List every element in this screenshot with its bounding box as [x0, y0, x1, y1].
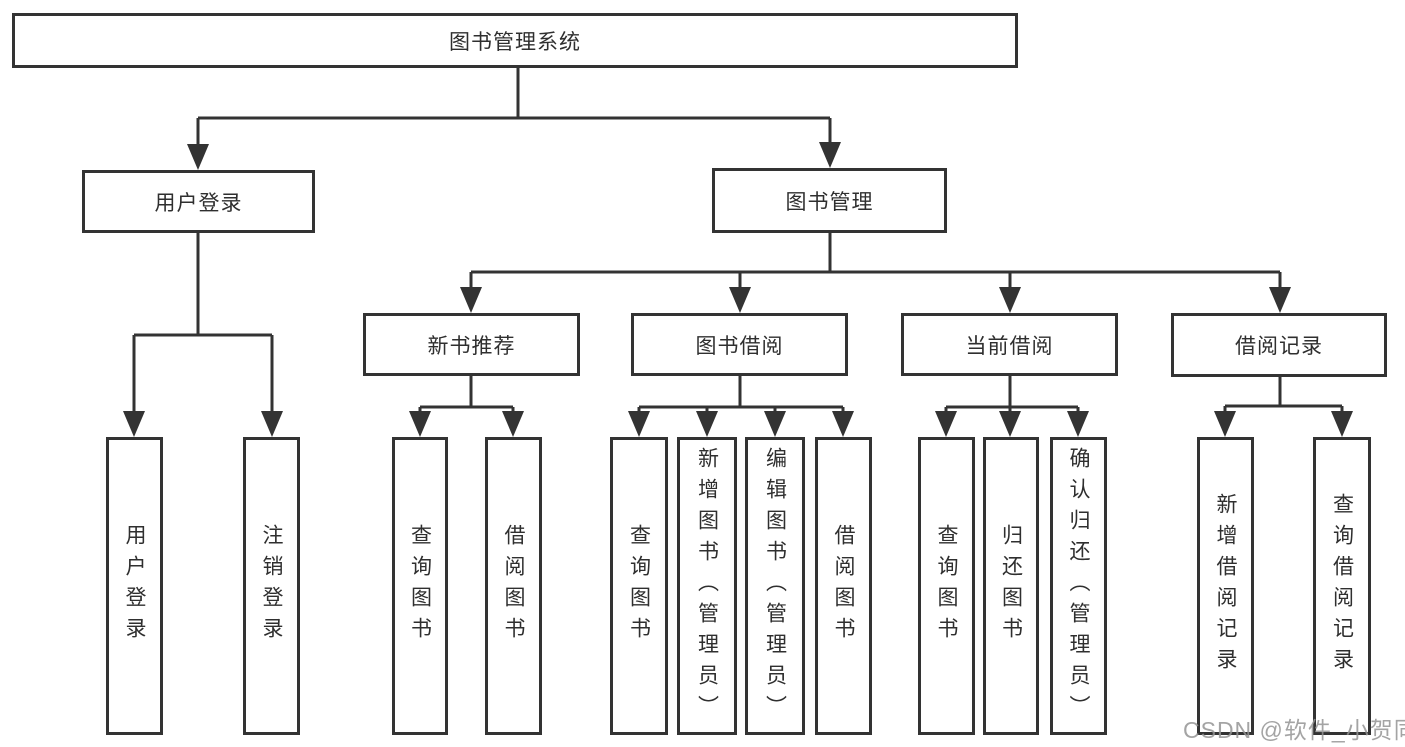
arrow-down-icon-leaf-logout: [261, 411, 283, 437]
arrow-down-icon-return-books: [999, 411, 1021, 437]
arrow-down-icon-borrow-books-2: [832, 411, 854, 437]
arrow-down-icon-confirm-return-admin: [1067, 411, 1089, 437]
leaf-add-book-admin: 新增图书（管理员）: [677, 437, 737, 735]
node-user-login-label: 用户登录: [154, 190, 243, 215]
node-book-management: 图书管理: [712, 168, 947, 233]
node-borrow-record-label: 借阅记录: [1235, 334, 1323, 358]
node-book-borrow: 图书借阅: [631, 313, 848, 376]
leaf-confirm-return-admin: 确认归还（管理员）: [1050, 437, 1107, 735]
arrow-down-icon-leaf-user-login: [123, 411, 145, 437]
arrow-down-icon-user-login: [187, 144, 209, 170]
leaf-query-borrow-record-label: 查询借阅记录: [1330, 493, 1355, 679]
leaf-query-books-1-label: 查询图书: [408, 524, 433, 648]
leaf-edit-book-admin-label: 编辑图书（管理员）: [763, 446, 788, 726]
arrow-down-icon-borrow-books-1: [502, 411, 524, 437]
leaf-query-books-2-label: 查询图书: [627, 524, 652, 648]
leaf-query-books-3-label: 查询图书: [935, 524, 959, 648]
wire-borrow-record-children: [1223, 377, 1344, 413]
arrow-down-icon-query-books-1: [409, 411, 431, 437]
leaf-user-login: 用户登录: [106, 437, 163, 735]
leaf-logout-label: 注销登录: [260, 524, 284, 648]
node-new-book-recommend: 新书推荐: [363, 313, 580, 376]
wire-new-book-recommend-children: [418, 376, 515, 413]
leaf-return-books-label: 归还图书: [999, 524, 1024, 648]
leaf-query-books-2: 查询图书: [610, 437, 668, 735]
arrow-down-icon-query-borrow-record: [1331, 411, 1353, 437]
arrow-down-icon-borrow-record: [1269, 287, 1291, 313]
arrow-down-icon-book-borrow: [729, 287, 751, 313]
wire-book-borrow-children: [637, 376, 845, 413]
leaf-add-book-admin-label: 新增图书（管理员）: [695, 446, 720, 726]
arrow-down-icon-add-borrow-record: [1214, 411, 1236, 437]
leaf-add-borrow-record: 新增借阅记录: [1197, 437, 1254, 735]
wire-root-to-level1: [196, 68, 832, 146]
leaf-query-borrow-record: 查询借阅记录: [1313, 437, 1371, 735]
arrow-down-icon-query-books-3: [935, 411, 957, 437]
leaf-borrow-books-1-label: 借阅图书: [502, 524, 526, 648]
arrow-down-icon-current-borrow: [999, 287, 1021, 313]
leaf-borrow-books-2: 借阅图书: [815, 437, 872, 735]
wire-current-borrow-children: [944, 376, 1080, 413]
node-new-book-recommend-label: 新书推荐: [427, 333, 516, 358]
wire-user-login-children: [132, 233, 274, 413]
leaf-query-books-3: 查询图书: [918, 437, 975, 735]
leaf-logout: 注销登录: [243, 437, 300, 735]
node-book-borrow-label: 图书借阅: [695, 333, 784, 358]
arrow-down-icon-add-book-admin: [696, 411, 718, 437]
node-current-borrow-label: 当前借阅: [965, 333, 1054, 358]
leaf-borrow-books-1: 借阅图书: [485, 437, 542, 735]
arrow-down-icon-query-books-2: [628, 411, 650, 437]
leaf-edit-book-admin: 编辑图书（管理员）: [745, 437, 805, 735]
arrow-down-icon-edit-book-admin: [764, 411, 786, 437]
node-borrow-record: 借阅记录: [1171, 313, 1387, 377]
node-library-system-label: 图书管理系统: [449, 29, 581, 54]
leaf-confirm-return-admin-label: 确认归还（管理员）: [1067, 446, 1091, 726]
arrow-down-icon-new-book-recommend: [460, 287, 482, 313]
leaf-user-login-label: 用户登录: [123, 524, 147, 648]
leaf-return-books: 归还图书: [983, 437, 1039, 735]
node-current-borrow: 当前借阅: [901, 313, 1118, 376]
leaf-add-borrow-record-label: 新增借阅记录: [1214, 493, 1238, 679]
node-book-management-label: 图书管理: [785, 189, 874, 214]
node-library-system: 图书管理系统: [12, 13, 1018, 68]
wire-book-management-children: [469, 233, 1282, 291]
csdn-watermark: CSDN @软件_小贺同学: [1183, 717, 1405, 743]
leaf-borrow-books-2-label: 借阅图书: [832, 524, 856, 648]
node-user-login: 用户登录: [82, 170, 315, 233]
arrow-down-icon-book-management: [819, 142, 841, 168]
leaf-query-books-1: 查询图书: [392, 437, 448, 735]
